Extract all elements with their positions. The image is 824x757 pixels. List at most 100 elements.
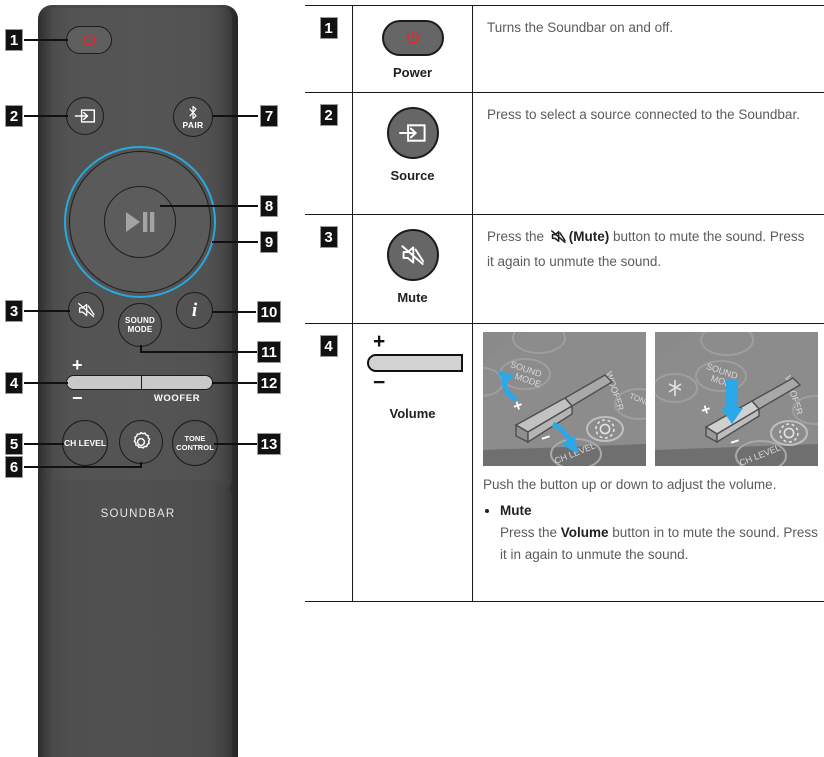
remote-sound-mode-label-1: SOUND	[125, 315, 155, 325]
table-description-mute-pre: Press the	[487, 229, 548, 244]
leader-line-9	[212, 241, 258, 243]
remote-volume-minus-label: −	[72, 388, 83, 408]
volume-bullet-title: Mute	[500, 502, 532, 518]
table-marker-2: 2	[320, 105, 337, 125]
marker-11: 11	[258, 342, 280, 362]
remote-tone-label-2: CONTROL	[176, 443, 214, 452]
button-reference-table: 1 Power Turns the Soundbar on and off. 2	[305, 5, 824, 602]
table-row-number-cell: 3	[305, 215, 352, 323]
bluetooth-pair-icon	[189, 105, 197, 119]
table-row-power: 1 Power Turns the Soundbar on and off.	[305, 6, 824, 93]
volume-bullet-post: button in to mute the sound. Press it in…	[500, 524, 818, 562]
table-button-cell-mute: Mute	[352, 215, 472, 323]
leader-line-11	[140, 351, 258, 353]
leader-line-5	[24, 443, 64, 445]
table-button-cell-source: Source	[352, 93, 472, 214]
remote-volume-plus-label: +	[72, 355, 83, 375]
marker-3: 3	[6, 301, 22, 321]
leader-line-1	[24, 39, 68, 41]
volume-push-up-down-illustration: SOUND MODE WOOFER TONE CH LEVEL	[483, 332, 646, 466]
table-description-mute-bold: (Mute)	[568, 229, 610, 244]
table-description-text-power: Turns the Soundbar on and off.	[487, 20, 674, 35]
volume-plus-label: +	[373, 330, 386, 353]
table-description-mute-post: button to mute the sound. Press it again…	[487, 229, 805, 269]
leader-line-2	[24, 115, 68, 117]
volume-rocker-bar	[367, 353, 463, 372]
table-marker-3: 3	[320, 227, 337, 247]
power-icon	[406, 30, 419, 44]
table-description-source: Press to select a source connected to th…	[472, 93, 824, 214]
remote-ch-level-label: CH LEVEL	[63, 437, 107, 448]
gear-icon	[133, 431, 151, 449]
remote-sound-mode-label-2: MODE	[127, 325, 153, 334]
leader-line-7	[212, 115, 258, 117]
volume-bullet-mute: Mute Press the Volume button in to mute …	[500, 500, 818, 566]
table-row-volume: 4 + − Volume SOUND MO	[305, 324, 824, 602]
remote-soundbar-label: SOUNDBAR	[100, 508, 176, 520]
table-button-cell-volume: + − Volume	[352, 324, 472, 601]
remote-lower-face	[44, 480, 232, 757]
marker-7: 7	[261, 106, 277, 126]
mute-icon	[550, 229, 567, 251]
table-row-mute: 3 Mute Press the (Mute) button to mute t…	[305, 215, 824, 324]
remote-mute-button[interactable]	[68, 292, 104, 328]
mute-button-illustration	[386, 229, 439, 281]
table-row-source: 2 Source Press to select a source connec…	[305, 93, 824, 215]
info-icon: i	[191, 300, 198, 321]
volume-minus-label: −	[373, 370, 386, 394]
volume-bullet-list: Mute Press the Volume button in to mute …	[483, 500, 818, 566]
power-button-illustration	[381, 20, 444, 56]
table-description-power: Turns the Soundbar on and off.	[472, 6, 824, 92]
remote-pair-button[interactable]: PAIR	[173, 97, 213, 137]
marker-13: 13	[258, 434, 280, 454]
remote-tone-label-1: TONE	[184, 434, 206, 443]
marker-9: 9	[261, 232, 277, 252]
table-marker-1: 1	[320, 18, 337, 38]
remote-settings-button[interactable]	[119, 420, 163, 464]
remote-tone-control-button[interactable]: TONE CONTROL	[172, 420, 218, 466]
remote-woofer-label: WOOFER	[153, 393, 201, 404]
volume-press-in-illustration: SOUND MODE WOOFER CH LEVEL	[655, 332, 818, 466]
leader-line-11-vertical	[140, 345, 142, 352]
marker-12: 12	[258, 373, 280, 393]
leader-line-4	[24, 382, 68, 384]
volume-rocker-illustration: + −	[353, 330, 472, 394]
marker-10: 10	[258, 302, 280, 322]
marker-5: 5	[6, 434, 22, 454]
table-description-mute: Press the (Mute) button to mute the soun…	[472, 215, 824, 323]
leader-line-8	[160, 205, 258, 207]
remote-nav-ring-light	[64, 146, 216, 298]
remote-power-button[interactable]	[66, 26, 112, 54]
remote-pair-label: PAIR	[182, 119, 204, 130]
table-row-number-cell: 1	[305, 6, 352, 92]
table-button-caption-source: Source	[390, 168, 435, 183]
source-icon	[399, 124, 426, 142]
remote-woofer-rocker[interactable]	[141, 375, 213, 390]
remote-source-button[interactable]	[66, 97, 104, 135]
source-button-illustration	[386, 107, 439, 159]
table-description-volume: SOUND MODE WOOFER TONE CH LEVEL	[472, 324, 824, 601]
table-row-number-cell: 2	[305, 93, 352, 214]
volume-bullet-pre: Press the	[500, 524, 561, 540]
table-button-caption-volume: Volume	[389, 405, 436, 421]
volume-bullet-bold: Volume	[560, 524, 609, 540]
table-button-cell-power: Power	[352, 6, 472, 92]
remote-ch-level-button[interactable]: CH LEVEL	[62, 420, 108, 466]
remote-info-button[interactable]: i	[176, 292, 213, 329]
remote-play-pause-button[interactable]	[104, 186, 176, 258]
table-row-number-cell: 4	[305, 324, 352, 601]
remote-sound-mode-button[interactable]: SOUND MODE	[118, 303, 162, 347]
mute-icon	[77, 302, 95, 318]
marker-8: 8	[261, 196, 277, 216]
table-button-caption-power: Power	[392, 65, 432, 80]
table-description-text-source: Press to select a source connected to th…	[487, 107, 800, 122]
table-button-caption-mute: Mute	[397, 290, 428, 305]
leader-line-12	[212, 382, 258, 384]
table-description-text-volume: Push the button up or down to adjust the…	[483, 477, 777, 492]
leader-line-10	[212, 311, 256, 313]
play-pause-icon	[126, 212, 155, 232]
leader-line-6-vertical	[140, 462, 142, 468]
marker-1: 1	[6, 30, 22, 50]
volume-howto-illustrations: SOUND MODE WOOFER TONE CH LEVEL	[483, 332, 818, 466]
marker-6: 6	[6, 457, 22, 477]
